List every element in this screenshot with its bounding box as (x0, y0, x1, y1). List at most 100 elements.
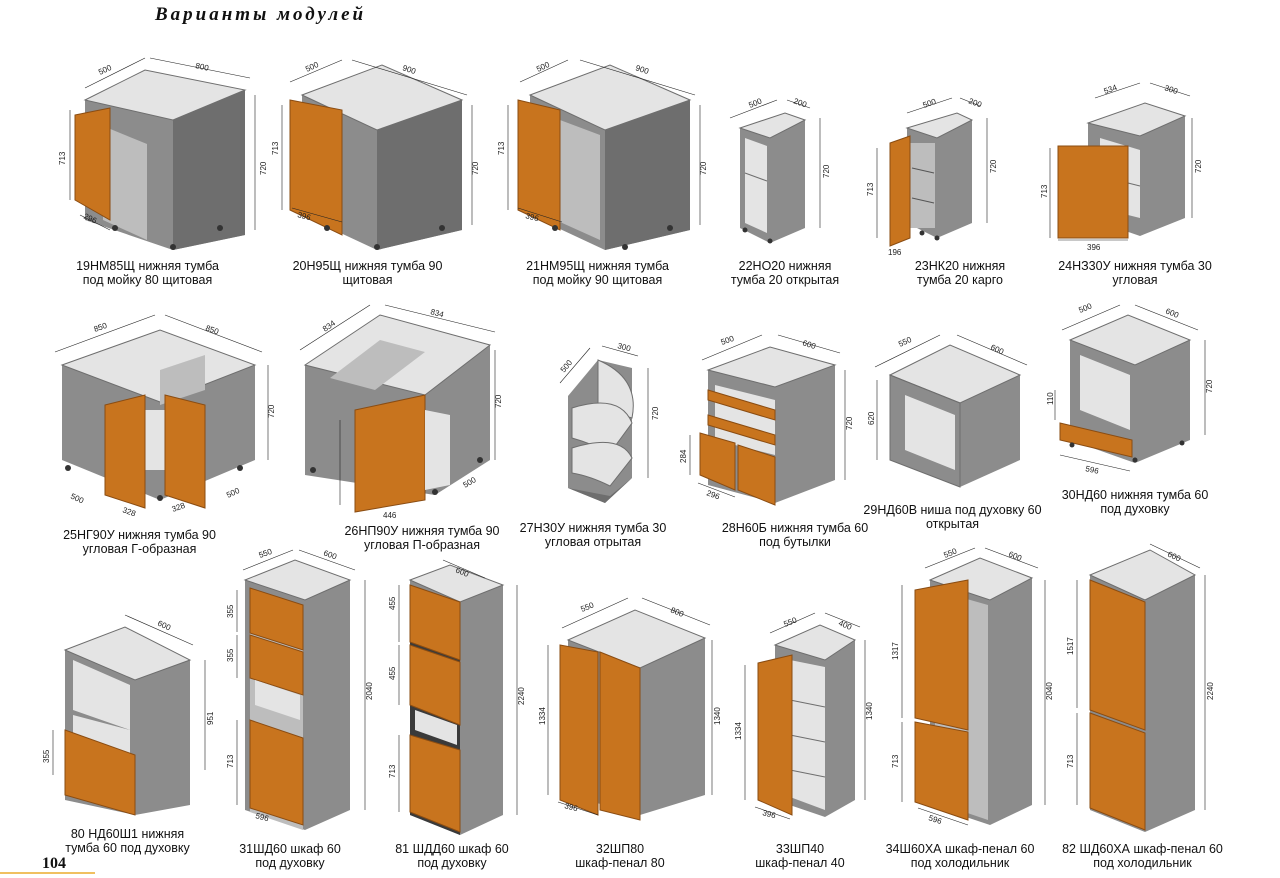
module-80nd60sh1: 600 951 355 (35, 605, 220, 820)
dim-label: 550 (782, 615, 798, 629)
page-number: 104 (42, 855, 66, 872)
dim-label: 720 (699, 161, 708, 175)
dim-label: 328 (171, 501, 187, 514)
dim-label: 550 (942, 546, 958, 560)
dim-label: 720 (845, 416, 854, 430)
dim-label: 2240 (517, 687, 526, 705)
dim-label: 396 (761, 808, 777, 820)
module-32shp80: 550 800 1334 1340 396 (538, 590, 730, 825)
dim-label: 834 (321, 318, 338, 333)
dim-label: 355 (42, 749, 51, 763)
module-31shd60: 550 600 355 355 2040 713 596 (215, 540, 375, 840)
dim-label: 596 (1085, 464, 1100, 476)
dim-label: 600 (801, 338, 817, 351)
dim-label: 500 (69, 492, 85, 506)
module-21nm95sch: 500 900 713 720 396 (497, 50, 710, 255)
dim-label: 600 (156, 619, 172, 633)
dim-label: 713 (1066, 754, 1075, 768)
dim-label: 720 (822, 164, 831, 178)
dim-label: 600 (322, 548, 338, 561)
dim-label: 1334 (734, 722, 743, 740)
dim-label: 200 (967, 96, 983, 109)
dim-label: 200 (792, 96, 808, 109)
dim-label: 951 (206, 711, 215, 725)
dim-label: 500 (559, 358, 575, 374)
dim-label: 534 (1103, 83, 1119, 96)
dim-label: 834 (429, 307, 445, 319)
module-29nd60v: 550 600 620 (865, 325, 1035, 495)
dim-label: 1340 (713, 707, 722, 725)
dim-label: 713 (58, 151, 67, 165)
dim-label: 296 (705, 488, 721, 501)
module-20n95sch: 500 900 713 720 396 (271, 50, 482, 255)
module-28n60b: 500 600 720 284 296 (679, 325, 860, 515)
dim-label: 355 (226, 648, 235, 662)
dim-label: 713 (497, 141, 506, 155)
dim-label: 284 (679, 449, 688, 463)
module-19nm85sch: 500 800 713 720 296 (55, 50, 270, 255)
dim-label: 550 (897, 335, 913, 349)
dim-label: 713 (388, 764, 397, 778)
module-81shdd60: 600 455 455 2240 713 (385, 550, 535, 840)
dim-label: 720 (471, 161, 480, 175)
dim-label: 455 (388, 596, 397, 610)
dim-label: 396 (524, 211, 540, 223)
module-26np90u: 834 834 720 500 446 (295, 300, 503, 520)
module-25ng90u: 850 850 720 500 328 328 500 (40, 310, 276, 520)
dim-label: 300 (1163, 83, 1179, 96)
dim-label: 500 (304, 60, 320, 74)
dim-label: 455 (388, 666, 397, 680)
dim-label: 600 (1164, 307, 1180, 321)
dim-label: 720 (259, 161, 268, 175)
dim-label: 800 (669, 606, 685, 620)
dim-label: 196 (888, 248, 902, 257)
dim-label: 720 (1205, 379, 1214, 393)
dim-label: 2040 (365, 682, 374, 700)
dim-label: 396 (563, 801, 579, 813)
dim-label: 713 (866, 182, 875, 196)
dim-label: 328 (121, 505, 137, 518)
module-22no20: 500 200 720 (725, 88, 835, 258)
dim-label: 600 (1007, 550, 1023, 564)
dim-label: 1334 (538, 707, 547, 725)
dim-label: 850 (204, 323, 220, 336)
dim-label: 110 (1046, 392, 1055, 405)
dim-label: 1340 (865, 702, 874, 720)
dim-label: 550 (258, 547, 274, 560)
dim-label: 713 (891, 754, 900, 768)
module-23nk20: 500 200 713 720 196 (862, 88, 1002, 258)
dim-label: 396 (1087, 243, 1101, 252)
module-34sh60ha: 550 600 1317 2040 713 596 (880, 540, 1055, 840)
dim-label: 550 (579, 600, 595, 614)
dim-label: 1317 (891, 642, 900, 660)
dim-label: 500 (462, 475, 479, 490)
module-33shp40: 550 400 1334 1340 396 (730, 605, 880, 830)
dim-label: 446 (383, 511, 397, 520)
dim-label: 800 (195, 61, 210, 73)
dim-label: 596 (254, 811, 270, 823)
dim-label: 400 (837, 619, 853, 633)
dim-label: 500 (1077, 301, 1093, 315)
page-title: Варианты модулей (155, 4, 367, 25)
dim-label: 500 (922, 97, 938, 110)
dim-label: 713 (271, 141, 280, 155)
dim-label: 300 (616, 341, 632, 353)
dim-label: 355 (226, 604, 235, 618)
dim-label: 900 (401, 63, 417, 76)
page-rule (0, 872, 95, 874)
